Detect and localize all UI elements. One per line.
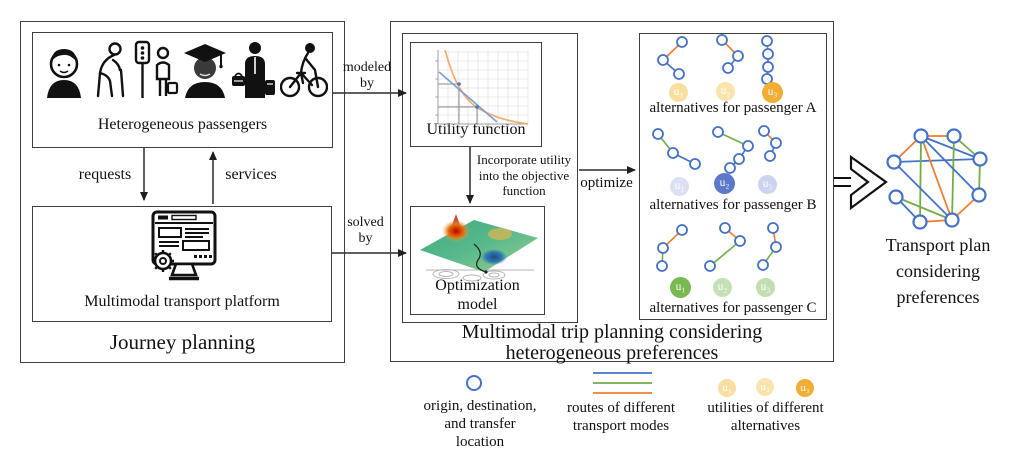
services-arrow-label: services	[225, 166, 277, 183]
graduate-student-icon	[184, 44, 227, 98]
models-box	[402, 33, 578, 323]
utility-circle: u₂	[714, 173, 735, 194]
journey-planning-title: Journey planning	[109, 330, 256, 354]
legend-utility-circle: u₂	[756, 378, 774, 396]
web-platform-monitor-icon	[151, 210, 217, 281]
alternatives-box	[639, 33, 827, 320]
legend-node-icon	[466, 375, 482, 391]
alternatives-caption-b: alternatives for passenger B	[649, 197, 817, 213]
young-man-icon	[47, 49, 81, 98]
utility-function-chart	[435, 49, 529, 127]
alternatives-caption-c: alternatives for passenger C	[649, 300, 817, 316]
requests-arrow-label: requests	[78, 166, 132, 183]
surface-plot	[420, 214, 538, 282]
trip-planning-box	[390, 21, 834, 362]
utility-circle: u₁	[670, 177, 689, 196]
platform-box	[32, 206, 332, 322]
traffic-light-waiting-icon	[134, 40, 178, 98]
output-arrow	[834, 154, 888, 211]
utility-circle: u₁	[670, 277, 691, 298]
utility-function-label: Utility function	[426, 121, 526, 138]
passenger-icons-row	[42, 36, 328, 100]
transport-plan-network	[886, 128, 988, 230]
utility-function-box	[410, 42, 542, 147]
utility-circle: u₂	[716, 82, 735, 101]
utility-circle: u₂	[713, 278, 732, 297]
utility-circle: u₁	[669, 83, 688, 102]
legend-utility-circle: u₁	[718, 379, 736, 397]
elderly-person-icon	[96, 42, 124, 98]
legend-marks	[466, 372, 652, 394]
business-traveler-icon	[232, 42, 276, 98]
heterogeneous-passengers-box	[32, 32, 333, 148]
journey-planning-box	[20, 21, 345, 363]
cyclist-icon	[279, 43, 328, 98]
optimize-arrow-label: optimize	[580, 175, 633, 191]
passengers-box-label: Heterogeneous passengers	[97, 116, 268, 133]
utility-circle: u₃	[758, 175, 777, 194]
utility-circle: u₃	[756, 278, 775, 297]
platform-box-label: Multimodal transport platform	[84, 293, 280, 310]
legend-utility-circle: u₃	[796, 379, 814, 397]
alternatives-caption-a: alternatives for passenger A	[649, 100, 817, 116]
utility-circle: u₃	[762, 82, 783, 103]
optimization-model-box	[410, 206, 545, 315]
